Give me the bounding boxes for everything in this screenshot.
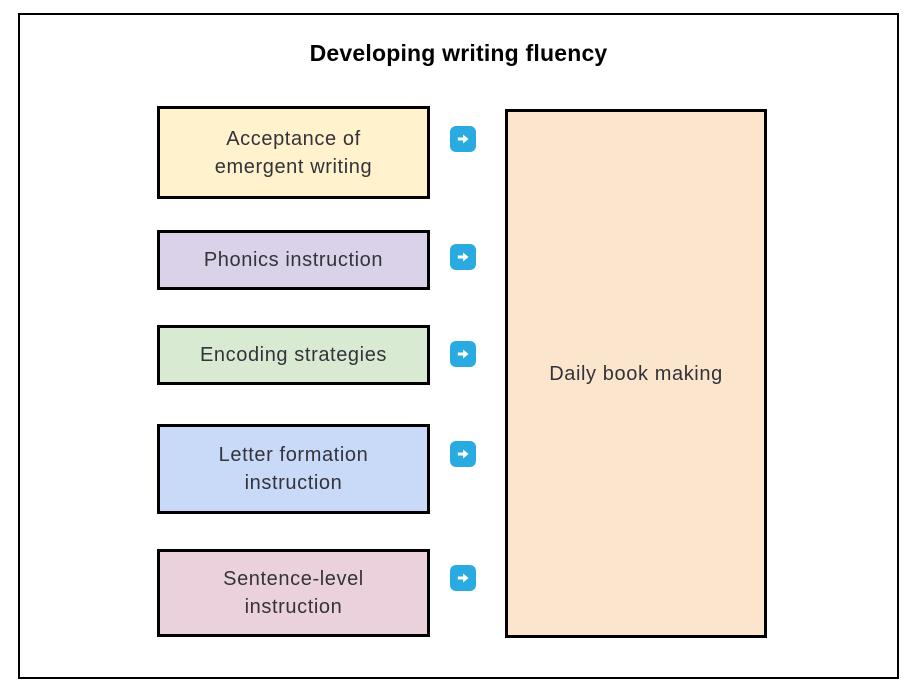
right-arrow-icon — [450, 441, 476, 467]
diagram-frame: Developing writing fluency Acceptance of… — [18, 13, 899, 679]
right-arrow-icon — [450, 126, 476, 152]
flow-box-sentence-level-instruction: Sentence-level instruction — [157, 549, 430, 637]
flow-box-label: Encoding strategies — [199, 344, 388, 366]
right-arrow-icon — [450, 565, 476, 591]
flow-box-label: Letter formation instruction — [218, 444, 369, 494]
flow-box-letter-formation-instruction: Letter formation instruction — [157, 424, 430, 514]
right-arrow-icon — [450, 341, 476, 367]
flow-box-daily-book-making: Daily book making — [505, 109, 767, 638]
flow-box-acceptance-of-emergent-writing: Acceptance of emergent writing — [157, 106, 430, 199]
flow-box-phonics-instruction: Phonics instruction — [157, 230, 430, 290]
flow-box-label: Phonics instruction — [203, 249, 384, 271]
flow-box-label: Sentence-level instruction — [223, 568, 364, 618]
flow-box-label: Daily book making — [549, 362, 723, 385]
right-arrow-icon — [450, 244, 476, 270]
flow-box-label: Acceptance of emergent writing — [214, 127, 373, 178]
diagram-title: Developing writing fluency — [309, 40, 608, 66]
flow-box-encoding-strategies: Encoding strategies — [157, 325, 430, 385]
